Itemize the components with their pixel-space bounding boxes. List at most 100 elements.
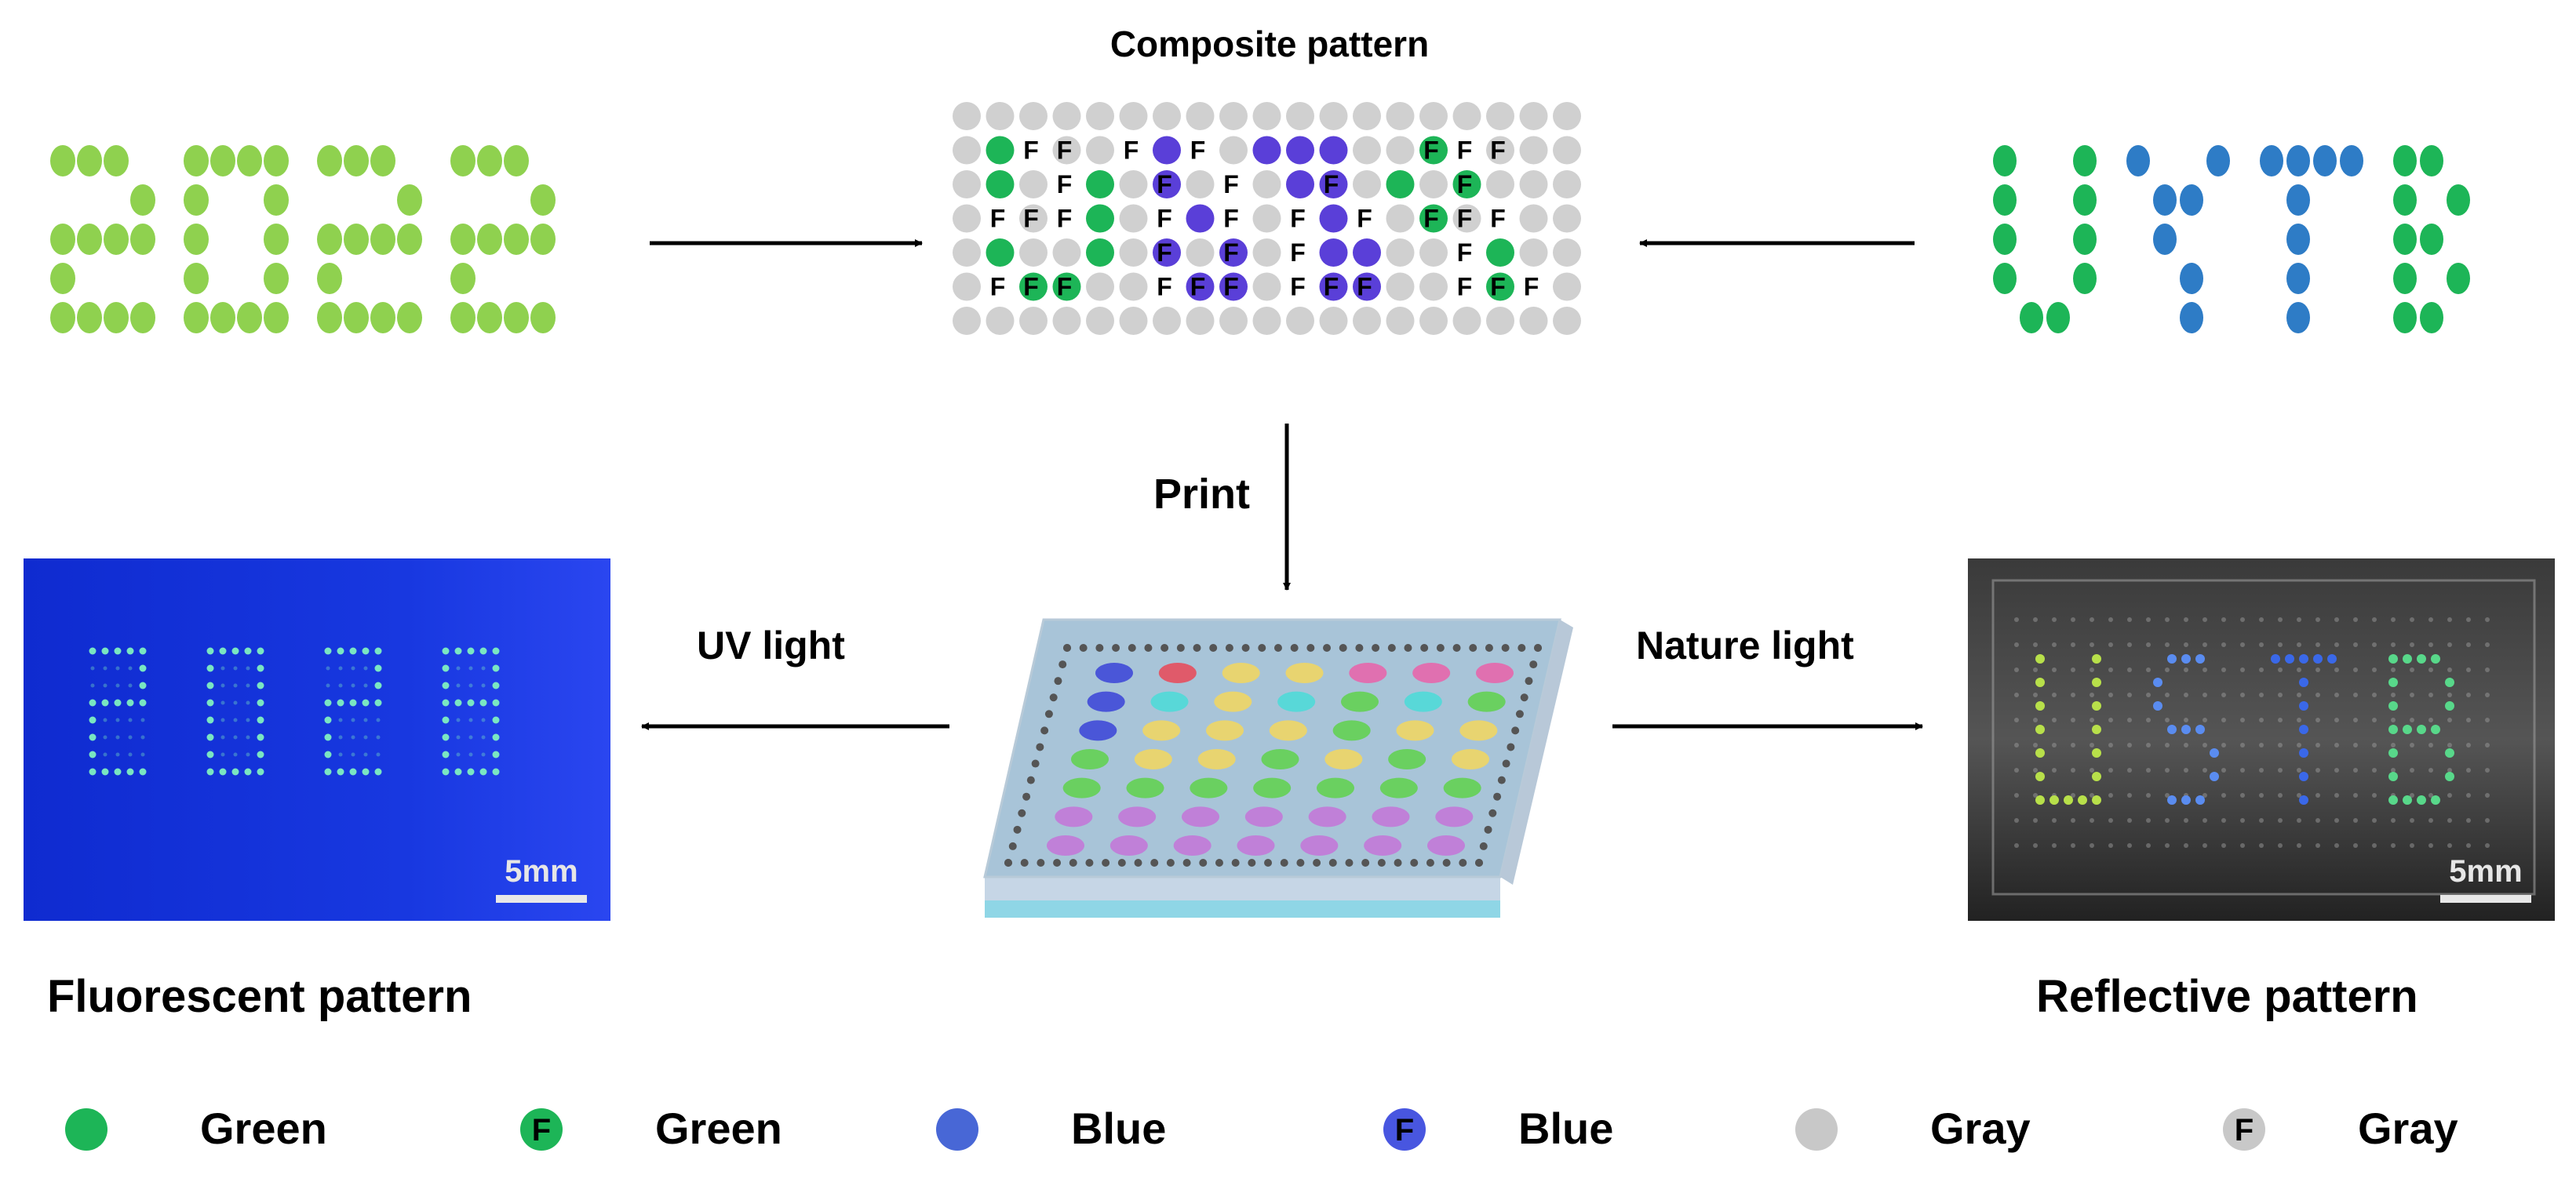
reflective-dot bbox=[2431, 795, 2440, 805]
grid-dot bbox=[2315, 818, 2320, 823]
grid-dot bbox=[2278, 843, 2283, 848]
pattern-dot bbox=[2020, 302, 2043, 333]
grid-dot bbox=[2052, 768, 2057, 773]
grid-dot bbox=[2108, 693, 2113, 697]
reflective-dot bbox=[2035, 748, 2045, 758]
pattern-dot bbox=[2286, 224, 2310, 255]
composite-dot bbox=[1553, 273, 1581, 301]
grid-dot bbox=[2485, 693, 2490, 697]
uv-dot bbox=[352, 753, 355, 757]
grid-dot bbox=[2240, 617, 2245, 622]
composite-dot bbox=[1120, 273, 1148, 301]
uv-dot bbox=[326, 667, 330, 671]
pattern-dot bbox=[130, 224, 155, 255]
composite-dot bbox=[1120, 307, 1148, 335]
grid-dot bbox=[2014, 743, 2019, 747]
composite-dot bbox=[1153, 307, 1181, 335]
uv-dot bbox=[339, 736, 343, 740]
grid-dot bbox=[2334, 843, 2339, 848]
uv-dot bbox=[116, 736, 120, 740]
device-dot bbox=[1317, 778, 1354, 798]
pattern-dot bbox=[184, 302, 209, 333]
composite-dot bbox=[1353, 238, 1381, 267]
reflective-dot bbox=[2388, 748, 2398, 758]
reflective-dot bbox=[2064, 795, 2073, 805]
composite-dot bbox=[1120, 205, 1148, 233]
grid-dot bbox=[2447, 718, 2452, 722]
reflective-dot bbox=[2035, 654, 2045, 664]
uv-dot bbox=[207, 665, 214, 672]
composite-dot bbox=[1053, 102, 1081, 130]
grid-dot bbox=[2428, 693, 2433, 697]
f-mark: F bbox=[1223, 205, 1239, 233]
grid-dot bbox=[2014, 617, 2019, 622]
uv-dot bbox=[115, 769, 122, 776]
composite-dot bbox=[1553, 205, 1581, 233]
border-dot bbox=[1118, 859, 1126, 867]
uv-dot bbox=[115, 700, 122, 707]
grid-dot bbox=[2447, 642, 2452, 647]
grid-dot bbox=[2071, 843, 2075, 848]
composite-dot bbox=[1386, 102, 1415, 130]
grid-dot bbox=[2485, 843, 2490, 848]
composite-dot bbox=[1253, 170, 1281, 198]
grid-dot bbox=[2108, 843, 2113, 848]
grid-dot bbox=[2184, 843, 2188, 848]
grid-dot bbox=[2353, 793, 2358, 798]
grid-dot bbox=[2428, 743, 2433, 747]
reflective-dot bbox=[2092, 772, 2101, 781]
pattern-dot bbox=[1993, 263, 2017, 294]
grid-dot bbox=[2146, 718, 2151, 722]
pattern-dot bbox=[1993, 224, 2017, 255]
grid-dot bbox=[2203, 667, 2207, 672]
pattern-dot bbox=[2393, 302, 2417, 333]
reflective-dot bbox=[2403, 795, 2412, 805]
composite-dot bbox=[1520, 307, 1548, 335]
composite-dot bbox=[1286, 170, 1314, 198]
reflective-dot bbox=[2403, 725, 2412, 734]
grid-dot bbox=[2259, 818, 2264, 823]
uv-dot bbox=[257, 769, 264, 776]
reflective-dot bbox=[2445, 701, 2454, 711]
uv-dot bbox=[325, 700, 332, 707]
f-mark: F bbox=[1290, 205, 1306, 233]
reflective-dot bbox=[2035, 701, 2045, 711]
border-dot bbox=[1525, 677, 1532, 685]
grid-dot bbox=[2127, 693, 2132, 697]
grid-dot bbox=[2372, 818, 2377, 823]
reflective-dot bbox=[2388, 772, 2398, 781]
composite-dot bbox=[1386, 170, 1415, 198]
border-dot bbox=[1404, 644, 1412, 652]
f-mark: F bbox=[1057, 170, 1073, 198]
grid-dot bbox=[2221, 818, 2226, 823]
grid-dot bbox=[2410, 617, 2414, 622]
grid-dot bbox=[2278, 667, 2283, 672]
grid-dot bbox=[2127, 743, 2132, 747]
grid-dot bbox=[2353, 743, 2358, 747]
grid-dot bbox=[2466, 793, 2471, 798]
device-dot bbox=[1063, 778, 1101, 798]
uv-dot bbox=[127, 648, 134, 655]
grid-dot bbox=[2372, 743, 2377, 747]
composite-dot bbox=[1320, 205, 1348, 233]
grid-dot bbox=[2146, 693, 2151, 697]
grid-dot bbox=[2146, 818, 2151, 823]
composite-dot bbox=[1520, 102, 1548, 130]
reflective-dot bbox=[2153, 678, 2162, 687]
composite-dot bbox=[953, 102, 981, 130]
reflective-dot bbox=[2078, 795, 2087, 805]
grid-dot bbox=[2165, 642, 2170, 647]
grid-dot bbox=[2071, 693, 2075, 697]
grid-dot bbox=[2334, 693, 2339, 697]
device-dot bbox=[1397, 720, 1434, 740]
device-dot bbox=[1222, 663, 1260, 683]
grid-dot bbox=[2372, 667, 2377, 672]
pattern-dot bbox=[210, 145, 235, 176]
border-dot bbox=[1529, 660, 1537, 668]
f-mark: F bbox=[1357, 273, 1372, 301]
border-dot bbox=[1503, 760, 1510, 768]
pattern-dot bbox=[77, 145, 102, 176]
uv-dot bbox=[140, 700, 147, 707]
composite-dot bbox=[1486, 170, 1514, 198]
